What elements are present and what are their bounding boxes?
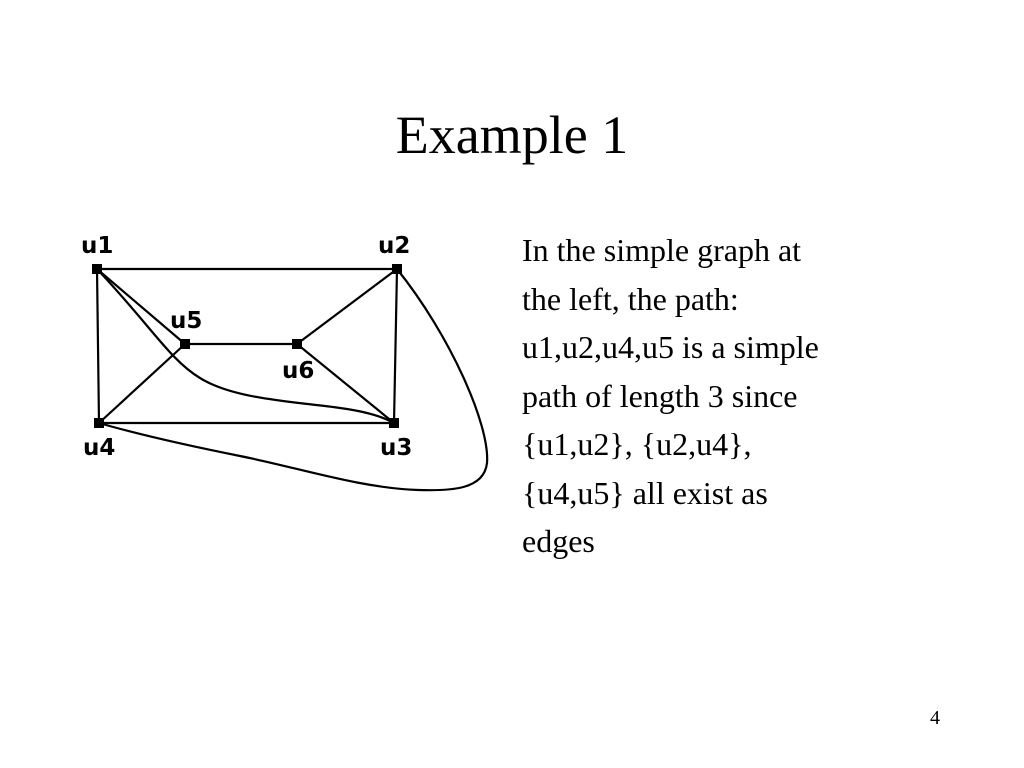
vertex-u3 — [389, 418, 399, 428]
edge-u1-u3 — [96, 268, 395, 424]
vertex-label-u5: u5 — [170, 308, 202, 334]
edge-u1-u5 — [96, 268, 186, 345]
description-line: the left, the path: — [522, 280, 739, 317]
vertex-label-u6: u6 — [282, 358, 314, 384]
vertex-u6 — [292, 339, 302, 349]
edge-u6-u3 — [296, 343, 395, 424]
description-line: {u4,u5} all exist as — [522, 474, 768, 511]
vertex-label-u1: u1 — [81, 233, 113, 259]
edge-u2-u4 — [98, 268, 489, 492]
vertex-u5 — [180, 339, 190, 349]
edge-u1-u4 — [95, 268, 101, 424]
edge-u6-u2 — [296, 268, 398, 345]
vertex-label-u2: u2 — [378, 233, 410, 259]
description-line: u1,u2,u4,u5 is a simple — [522, 329, 819, 365]
slide-number: 4 — [930, 707, 940, 729]
edge-u2-u3 — [392, 268, 399, 424]
vertex-u2 — [392, 264, 402, 274]
vertex-u1 — [92, 264, 102, 274]
vertex-label-u3: u3 — [380, 435, 412, 461]
slide-title: Example 1 — [395, 105, 629, 165]
description-line: path of length 3 since — [522, 377, 798, 414]
vertex-label-u4: u4 — [83, 435, 115, 461]
edge-u4-u5 — [98, 343, 186, 424]
description-line: In the simple graph at — [522, 232, 802, 268]
description-line: edges — [522, 523, 595, 559]
vertex-u4 — [94, 418, 104, 428]
description-line: {u1,u2}, {u2,u4}, — [522, 426, 752, 462]
description-text: In the simple graph at the left, the pat… — [522, 226, 902, 566]
